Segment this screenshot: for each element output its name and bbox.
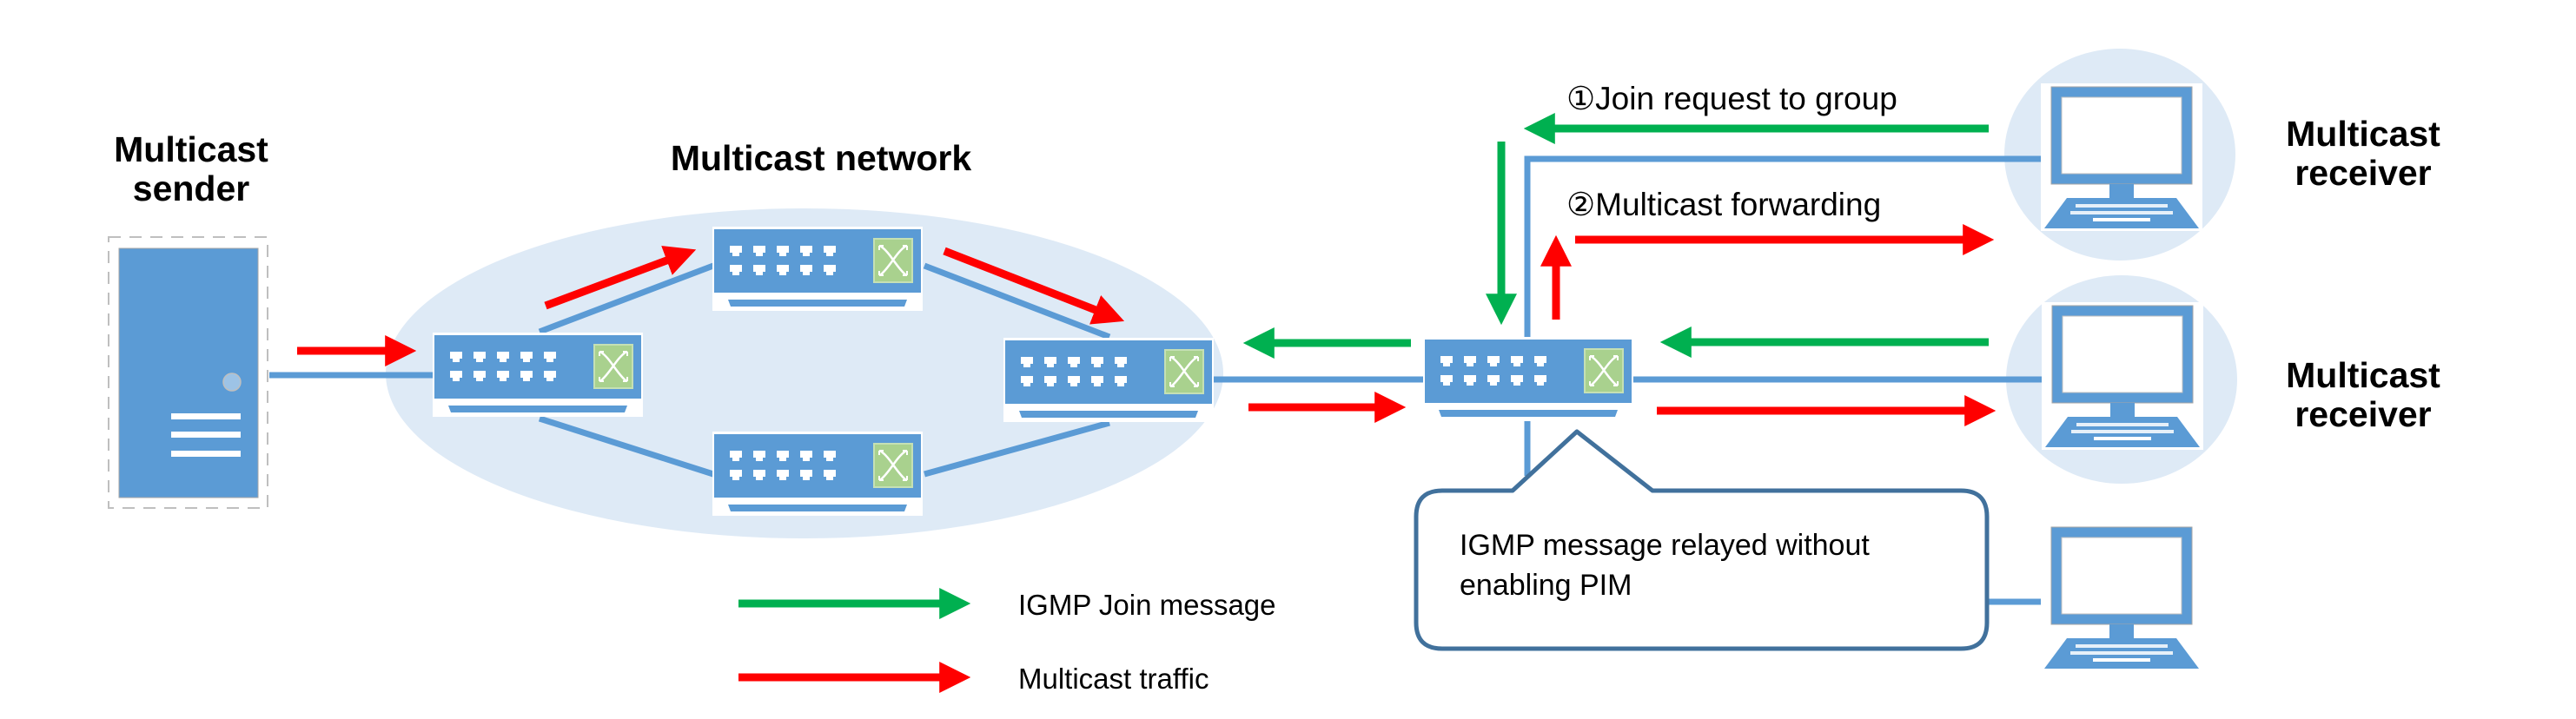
switch-icon xyxy=(711,225,924,313)
receiver-1-label-line2: receiver xyxy=(2295,153,2432,193)
legend-join-label: IGMP Join message xyxy=(1018,589,1276,622)
receiver-2-label: Multicast receiver xyxy=(2276,356,2450,434)
receiver-2-label-line1: Multicast xyxy=(2286,355,2440,395)
links xyxy=(269,155,2043,605)
callout-line1: IGMP message relayed without xyxy=(1460,529,1870,562)
edge-switch-icon xyxy=(1421,335,1635,423)
receiver-2-label-line2: receiver xyxy=(2295,394,2432,434)
callout-bubble xyxy=(1414,429,1990,651)
switch-icon xyxy=(1002,336,1215,424)
computer-icon xyxy=(2040,523,2203,672)
server-icon xyxy=(108,236,268,509)
traffic-arrow xyxy=(943,247,1125,325)
sender-label-line1: Multicast xyxy=(114,129,268,169)
link-switch1-switch2 xyxy=(538,262,715,335)
receiver-1-label-line1: Multicast xyxy=(2286,114,2440,154)
step-2-label: ②Multicast forwarding xyxy=(1566,187,1881,223)
sender-label: Multicast sender xyxy=(104,130,278,208)
switch-icon xyxy=(711,430,924,518)
network-label-text: Multicast network xyxy=(670,138,972,178)
traffic-arrow xyxy=(544,246,697,310)
link-edge-receiver1 xyxy=(1524,155,2042,339)
computer-icon xyxy=(2040,82,2203,232)
legend-traffic-text: Multicast traffic xyxy=(1018,663,1209,695)
callout-text: IGMP message relayed without enabling PI… xyxy=(1460,525,1963,605)
sender-label-line2: sender xyxy=(132,168,250,208)
network-label: Multicast network xyxy=(608,139,1034,178)
legend-traffic-label: Multicast traffic xyxy=(1018,663,1209,696)
computer-icon xyxy=(2041,301,2204,451)
step-1-label: ①Join request to group xyxy=(1566,81,1897,117)
link-switch2-switch4 xyxy=(923,262,1111,340)
step-1-text: ①Join request to group xyxy=(1566,81,1897,116)
receiver-1-label: Multicast receiver xyxy=(2276,115,2450,193)
step-2-text: ②Multicast forwarding xyxy=(1566,187,1882,222)
callout-line2: enabling PIM xyxy=(1460,569,1632,602)
link-switch1-switch3 xyxy=(538,415,715,478)
switch-icon xyxy=(431,331,645,419)
link-switch3-switch4 xyxy=(924,419,1110,478)
legend-join-text: IGMP Join message xyxy=(1018,589,1276,621)
